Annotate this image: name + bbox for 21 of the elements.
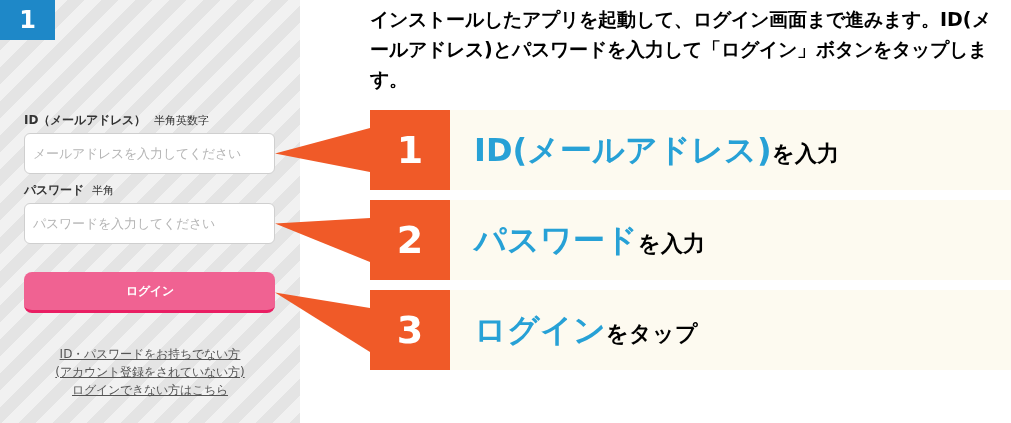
instruction-text: インストールしたアプリを起動して、ログイン画面まで進みます。ID(メールアドレス)とパスワードを入力して「ログイン」ボタンをタップします。 (370, 7, 992, 92)
step-text: ID(メールアドレス)を入力 (474, 130, 839, 171)
step-text: パスワードを入力 (474, 220, 705, 261)
input-field: メールアドレスを入力してください (24, 133, 275, 174)
callout-pointer (275, 128, 370, 172)
input-field: パスワードを入力してください (24, 203, 275, 244)
step-number: 2 (370, 200, 450, 280)
field-hint: 半角英数字 (154, 113, 210, 129)
field-label: パスワード (24, 182, 84, 199)
field-label: ID（メールアドレス） (24, 112, 147, 129)
step-number: 3 (370, 290, 450, 370)
step-number: 1 (370, 110, 450, 190)
callout-pointer (275, 292, 370, 352)
text-link: ID・パスワードをお持ちでない方 (59, 346, 241, 363)
text-link: (アカウント登録をされていない方) (55, 364, 245, 381)
login-button: ログイン (24, 272, 275, 313)
callout-pointer (275, 218, 370, 262)
text-link: ログインできない方はこちら (72, 382, 228, 399)
field-hint: 半角 (92, 183, 114, 199)
step-text: ログインをタップ (474, 310, 698, 351)
step-badge: 1 (0, 0, 55, 40)
